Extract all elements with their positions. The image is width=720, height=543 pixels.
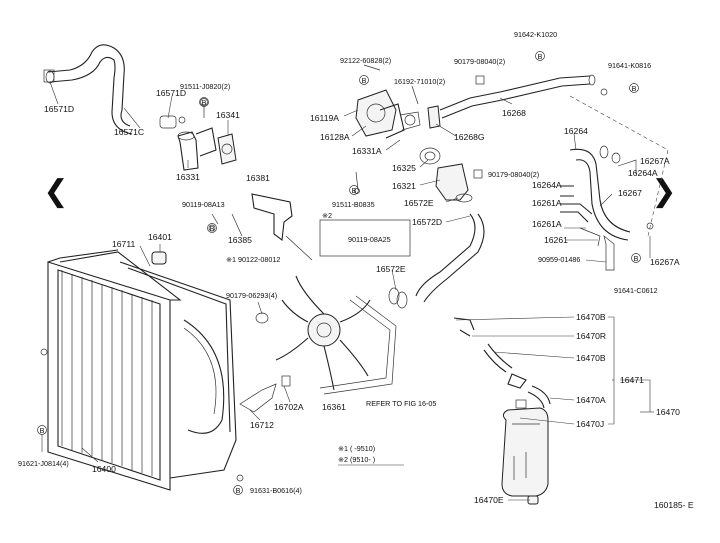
fan-shroud [119, 251, 237, 479]
svg-text:B: B [362, 76, 367, 85]
label-16471: 16471 [620, 375, 644, 385]
label-91641-C0612: 91641-C0612 [614, 286, 658, 295]
mark2-callout-box [319, 219, 411, 257]
svg-text:B: B [40, 426, 45, 435]
label-16470B-b: 16470B [576, 353, 606, 363]
label-16470B-a: 16470B [576, 312, 606, 322]
label-90179-08040-b: 90179-08040(2) [488, 170, 539, 179]
label-90122-08012: ※1 90122-08012 [226, 255, 280, 264]
label-91631-B0616: 91631-B0616(4) [250, 486, 302, 495]
water-outlet [177, 98, 237, 171]
lower-radiator-hose [388, 213, 485, 309]
part-labels: 16571D 16571C 16571D 91511-J0820(2) 1633… [18, 30, 680, 505]
svg-text:B: B [352, 186, 357, 195]
radiator [40, 249, 182, 491]
thermostat-housing [355, 64, 608, 139]
label-16381: 16381 [246, 173, 270, 183]
label-16572E-a: 16572E [404, 198, 434, 208]
label-16712: 16712 [250, 420, 274, 430]
label-16268: 16268 [502, 108, 526, 118]
reserve-tank-hoses [453, 317, 551, 409]
label-16400: 16400 [92, 464, 116, 474]
label-91642-K1020: 91642-K1020 [514, 30, 557, 39]
label-16267A-b: 16267A [650, 257, 680, 267]
label-92122-60828: 92122-60828(2) [340, 56, 391, 65]
label-16261A-b: 16261A [532, 219, 562, 229]
hose-clamp [159, 115, 186, 129]
label-90179-08040-a: 90179-08040(2) [454, 57, 505, 66]
shroud-bottom-parts [236, 375, 291, 482]
upper-radiator-hose [43, 44, 133, 135]
label-16702A: 16702A [274, 402, 304, 412]
label-16341: 16341 [216, 110, 240, 120]
label-16264A-a: 16264A [628, 168, 658, 178]
label-16321: 16321 [392, 181, 416, 191]
label-16331: 16331 [176, 172, 200, 182]
legend: ※1 ( -9510) ※2 (9510- ) [338, 444, 404, 466]
label-16385: 16385 [228, 235, 252, 245]
label-mark2-box: ※2 [322, 211, 332, 220]
svg-text:B: B [538, 52, 543, 61]
label-16711: 16711 [112, 239, 135, 249]
label-16128A: 16128A [320, 132, 350, 142]
label-91621-J0814: 91621-J0814(4) [18, 459, 69, 468]
label-90119-08A13: 90119-08A13 [182, 200, 225, 209]
svg-text:B: B [632, 84, 637, 93]
label-91641-K0816: 91641-K0816 [608, 61, 651, 70]
label-16267A-a: 16267A [640, 156, 670, 166]
label-16470J: 16470J [576, 419, 604, 429]
label-16401: 16401 [148, 232, 172, 242]
label-16268G: 16268G [454, 132, 485, 142]
label-16571C: 16571C [114, 127, 144, 137]
b-marker-icons: B B B B B B B B B [37, 51, 641, 495]
label-16192-71010: 16192-71010(2) [394, 77, 445, 86]
label-16571D: 16571D [44, 104, 74, 114]
bypass-hoses [560, 95, 669, 271]
label-16261: 16261 [544, 235, 568, 245]
next-arrow-icon[interactable]: ❯ [651, 174, 677, 209]
diagram-code: 160185- E [654, 500, 694, 510]
label-16571D-b: 16571D [156, 88, 186, 98]
label-16264A-b: 16264A [532, 180, 562, 190]
label-16264: 16264 [564, 126, 588, 136]
label-16325: 16325 [392, 163, 416, 173]
label-16572E-b: 16572E [376, 264, 406, 274]
label-16470: 16470 [656, 407, 680, 417]
label-91511-J0820: 91511-J0820(2) [180, 82, 230, 91]
thermostat [354, 147, 483, 203]
cooling-fan [255, 275, 397, 395]
label-refer-fig: REFER TO FIG 16-05 [366, 399, 436, 408]
label-91511-B0835: 91511-B0835 [332, 200, 375, 209]
shroud-bracket [208, 193, 313, 261]
reserve-tank [501, 399, 549, 505]
svg-text:B: B [634, 254, 639, 263]
leader-lines [41, 81, 654, 501]
label-16470R: 16470R [576, 331, 606, 341]
svg-text:B: B [202, 98, 207, 107]
label-90179-06293: 90179-06293(4) [226, 291, 277, 300]
label-16470A: 16470A [576, 395, 606, 405]
svg-text:B: B [210, 224, 215, 233]
previous-arrow-icon[interactable]: ❮ [43, 174, 69, 209]
label-16361: 16361 [322, 402, 346, 412]
label-16470E: 16470E [474, 495, 504, 505]
label-16267: 16267 [618, 188, 642, 198]
label-16119A: 16119A [310, 113, 339, 123]
label-16331A: 16331A [352, 146, 382, 156]
label-90959-01486: 90959-01486 [538, 255, 580, 264]
label-16572D: 16572D [412, 217, 442, 227]
legend-mark2: ※2 (9510- ) [338, 455, 375, 464]
legend-mark1: ※1 ( -9510) [338, 444, 375, 453]
label-16261A-a: 16261A [532, 198, 562, 208]
svg-text:B: B [236, 486, 241, 495]
label-90119-08A25: 90119-08A25 [348, 235, 391, 244]
